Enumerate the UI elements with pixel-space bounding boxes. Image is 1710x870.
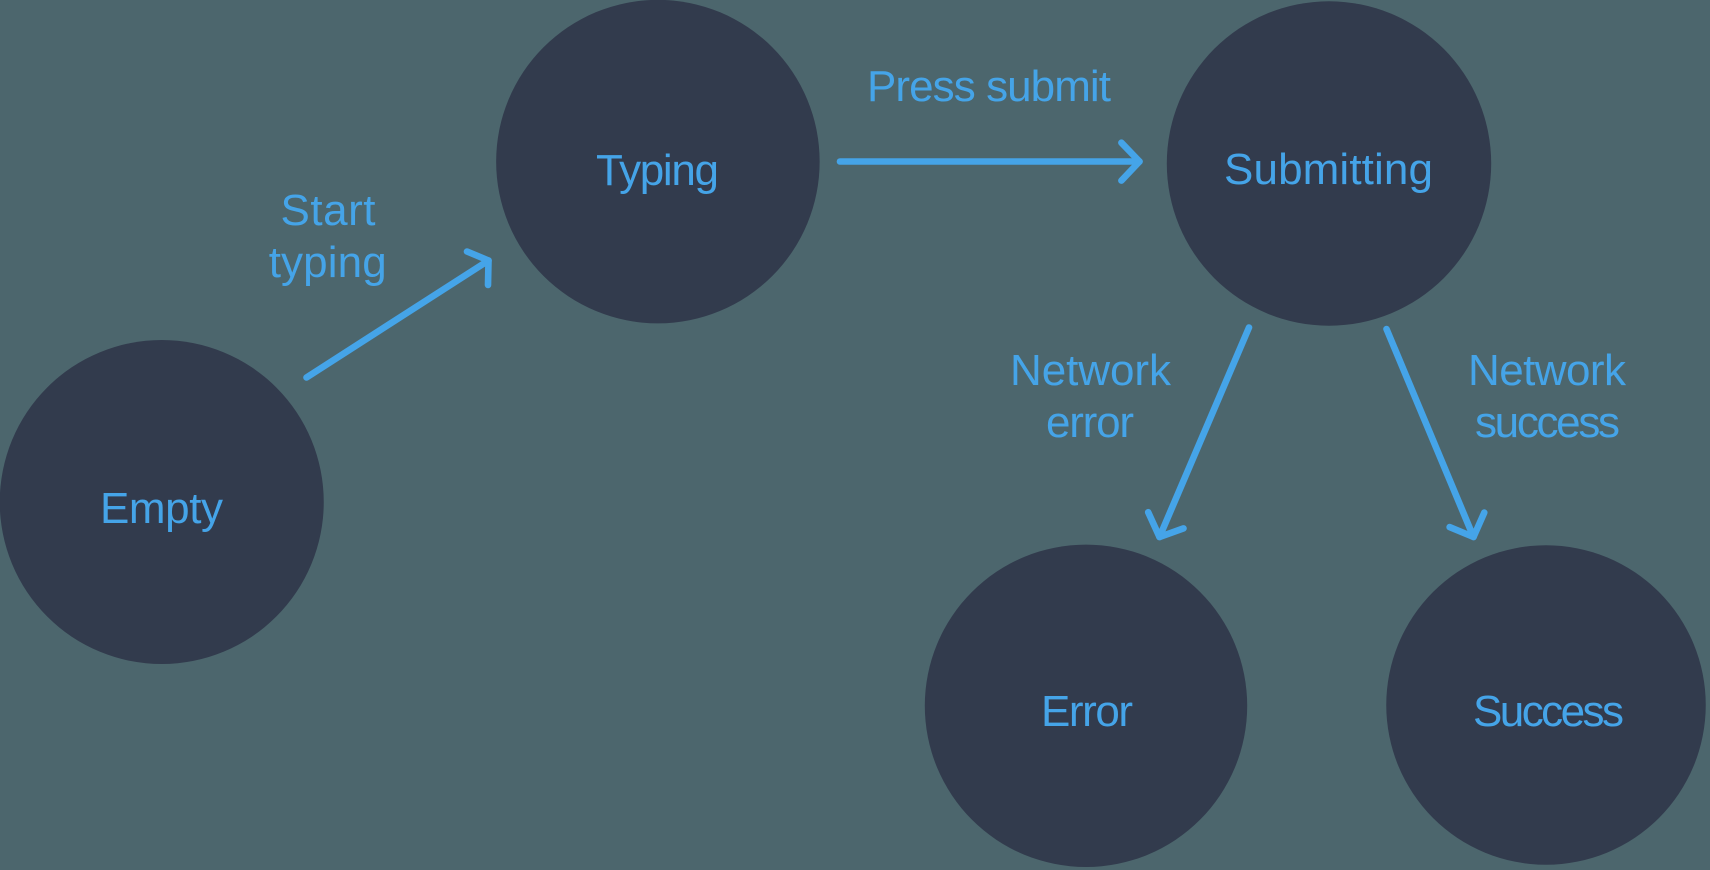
svg-text:Empty: Empty <box>100 484 223 533</box>
svg-text:success: success <box>1475 398 1620 447</box>
svg-text:Error: Error <box>1041 687 1133 736</box>
svg-text:Network: Network <box>1468 346 1627 395</box>
svg-text:Network: Network <box>1010 346 1172 395</box>
svg-text:error: error <box>1046 398 1134 447</box>
svg-text:Success: Success <box>1473 687 1624 736</box>
svg-text:Start: Start <box>281 186 376 235</box>
svg-text:Typing: Typing <box>596 146 719 195</box>
svg-text:Submitting: Submitting <box>1224 145 1433 194</box>
svg-text:Press submit: Press submit <box>867 62 1111 111</box>
svg-text:typing: typing <box>269 238 387 287</box>
